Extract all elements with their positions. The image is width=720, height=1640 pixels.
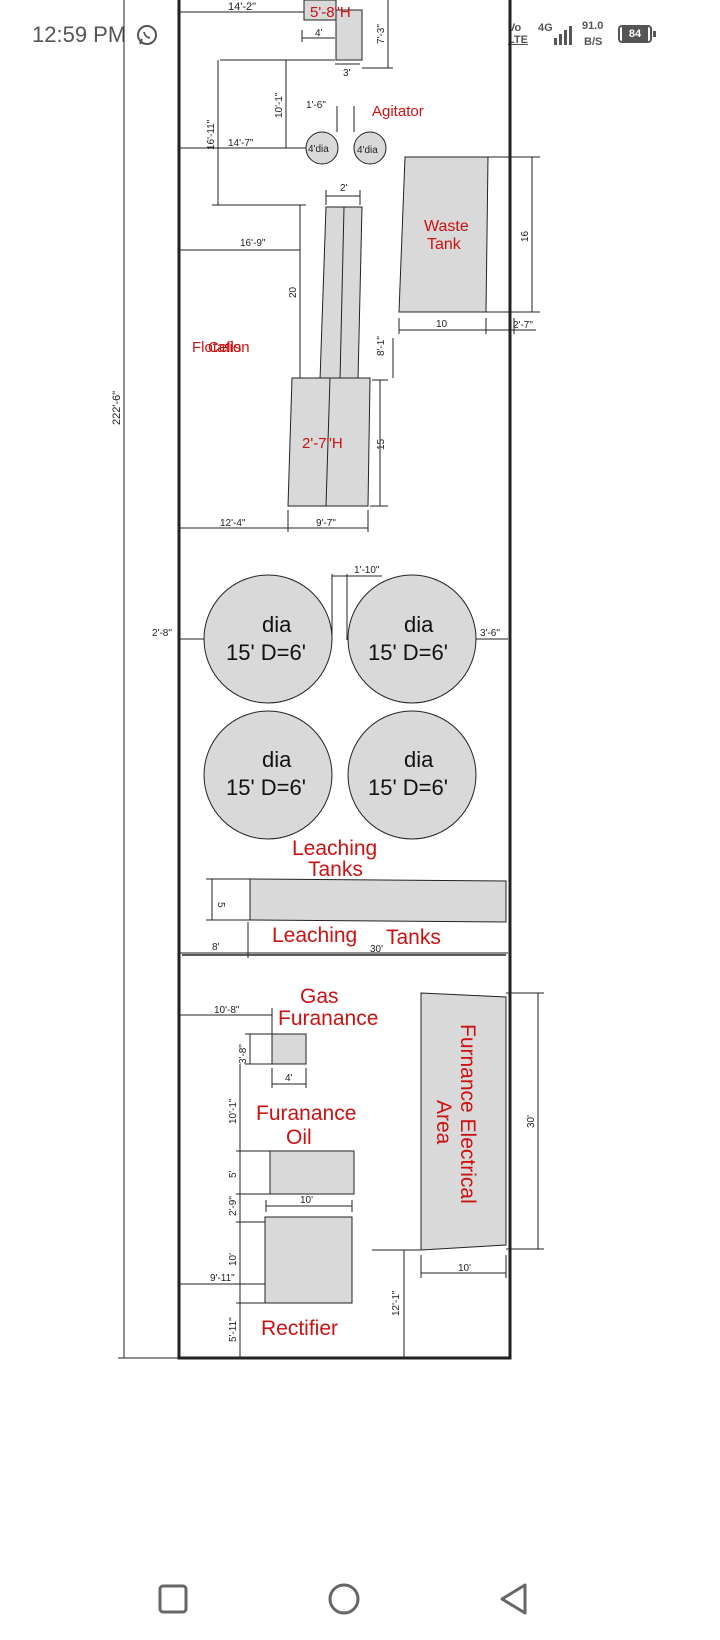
electrical-area-label-1: Furnance Electrical xyxy=(456,1024,479,1204)
dim-10-8: 10'-8" xyxy=(214,1005,240,1016)
leaching-tanks-label-2: Tanks xyxy=(308,858,363,881)
dim-4ft-top: 4' xyxy=(315,28,323,39)
tank-3-dia: dia xyxy=(262,747,292,772)
whatsapp-icon xyxy=(137,25,157,45)
tank-1-size: 15' D=6' xyxy=(226,640,306,665)
network-speed: 91.0 xyxy=(582,20,604,32)
dim-9-11: 9'-11" xyxy=(210,1273,235,1284)
dim-2-8: 2'-8" xyxy=(152,628,172,639)
dim-3ft: 3' xyxy=(343,68,351,79)
dim-7-3: 7'-3" xyxy=(376,24,387,44)
dim-5b: 5' xyxy=(228,1170,239,1178)
agitator-tank-1 xyxy=(305,131,339,165)
leaching-tanks-label-1: Leaching xyxy=(292,837,377,860)
network-lte: LTE xyxy=(508,34,528,46)
flotation-cells-lower xyxy=(287,377,371,507)
dim-4: 4' xyxy=(285,1073,293,1084)
back-button[interactable] xyxy=(488,1574,538,1624)
tank-4-size: 15' D=6' xyxy=(368,775,448,800)
gas-furnace-label-1: Gas xyxy=(300,985,339,1008)
leaching-bar-label-1: Leaching xyxy=(272,924,357,947)
tank-2-size: 15' D=6' xyxy=(368,640,448,665)
signal-icon xyxy=(554,26,572,45)
leaching-tank-3 xyxy=(203,710,333,840)
dim-16-11: 16'-11" xyxy=(206,119,217,150)
dim-8: 8' xyxy=(212,942,220,953)
status-bar: 12:59 PM Vo LTE 4G 91.0 B/S 84 xyxy=(0,0,720,74)
dim-3-6: 3'-6" xyxy=(480,628,500,639)
dim-12-1: 12'-1" xyxy=(391,1290,402,1316)
rectifier xyxy=(264,1216,353,1304)
dim-12-4: 12'-4" xyxy=(220,518,246,529)
battery-level: 84 xyxy=(622,27,648,41)
dim-5-11: 5'-11" xyxy=(228,1317,239,1342)
tank-2-dia: dia xyxy=(404,612,434,637)
floor-plan: 222'-6" 14'-2" 4' 7'-3" 3' 10'-1" 1'-6" … xyxy=(111,0,544,1360)
dim-2-9: 2'-9" xyxy=(228,1196,239,1216)
leaching-tank-4 xyxy=(347,710,477,840)
tank-4-dia: dia xyxy=(404,747,434,772)
dim-10c: 10' xyxy=(458,1263,471,1274)
rectifier-label: Rectifier xyxy=(261,1317,338,1340)
agitator-dia-2: 4'dia xyxy=(357,145,378,156)
dim-14-7: 14'-7" xyxy=(228,138,254,149)
recent-apps-button[interactable] xyxy=(147,1574,197,1624)
cells-height-label: 2'-7"H xyxy=(302,435,343,452)
navigation-bar xyxy=(0,1560,720,1640)
network-4g: 4G xyxy=(538,22,553,34)
dim-8-1: 8'-1" xyxy=(376,336,387,356)
home-icon xyxy=(328,1583,360,1615)
dim-1-6: 1'-6" xyxy=(306,100,326,111)
status-time: 12:59 PM xyxy=(32,22,127,47)
leaching-tank-bar xyxy=(249,878,507,923)
leaching-tank-1 xyxy=(203,574,333,704)
home-button[interactable] xyxy=(319,1574,369,1624)
electrical-area-label-2: Area xyxy=(432,1100,455,1145)
dim-3-8: 3'-8" xyxy=(238,1044,249,1064)
network-speed-unit: B/S xyxy=(584,36,603,48)
overall-length-label: 222'-6" xyxy=(111,391,123,425)
dim-14-2: 14'-2" xyxy=(228,1,256,13)
dim-10-1: 10'-1" xyxy=(274,92,285,118)
dim-20: 20 xyxy=(288,286,299,298)
agitator-dia-1: 4'dia xyxy=(308,144,329,155)
back-icon xyxy=(500,1583,527,1615)
waste-tank-label-2: Tank xyxy=(427,236,462,253)
dim-10: 10' xyxy=(300,1195,313,1206)
furnace-electrical-area xyxy=(420,992,507,1251)
leaching-tank-2 xyxy=(347,574,477,704)
dim-15: 15 xyxy=(376,438,387,450)
dim-2ft: 2' xyxy=(340,183,348,194)
oil-furnace xyxy=(269,1150,355,1195)
dim-2-7: 2'-7" xyxy=(513,320,533,331)
tank-3-size: 15' D=6' xyxy=(226,775,306,800)
flotation-label: Flotation xyxy=(192,339,250,356)
dim-30: 30' xyxy=(370,944,383,955)
dim-30b: 30' xyxy=(526,1115,537,1128)
dim-5: 5 xyxy=(215,902,226,908)
dim-10b: 10' xyxy=(228,1253,239,1266)
waste-width: 10 xyxy=(436,319,448,330)
dim-10-1b: 10'-1" xyxy=(228,1098,239,1124)
dim-1-10: 1'-10" xyxy=(354,565,380,576)
furnace-height-label: 5'-8"H xyxy=(310,4,351,21)
gas-furnace xyxy=(271,1033,307,1065)
dim-16-9: 16'-9" xyxy=(240,238,266,249)
gas-furnace-label-2: Furanance xyxy=(278,1007,378,1030)
oil-furnace-label-2: Oil xyxy=(286,1126,312,1149)
tank-1-dia: dia xyxy=(262,612,292,637)
building-outline xyxy=(177,0,512,1360)
waste-height: 16 xyxy=(520,230,531,242)
agitator-label: Agitator xyxy=(372,103,424,120)
cells-label: Cells xyxy=(208,339,241,356)
recent-apps-icon xyxy=(158,1584,188,1614)
waste-tank-label-1: Waste xyxy=(424,218,469,235)
leaching-bar-label-2: Tanks xyxy=(386,926,441,949)
dim-9-7: 9'-7" xyxy=(316,518,336,529)
battery-icon: 84 xyxy=(618,25,656,43)
agitator-tank-2 xyxy=(353,131,387,165)
oil-furnace-label-1: Furanance xyxy=(256,1102,356,1125)
